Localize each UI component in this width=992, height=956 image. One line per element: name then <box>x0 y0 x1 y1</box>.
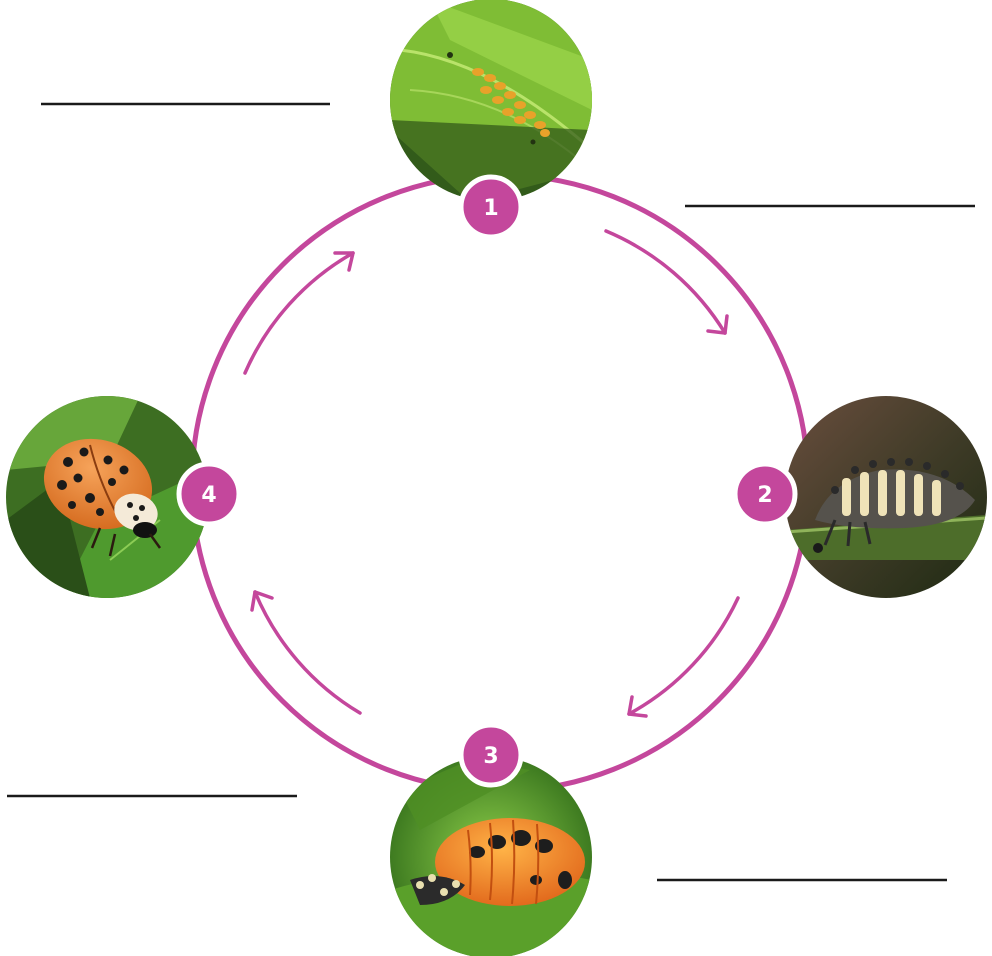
stage-2-badge: 2 <box>732 461 798 527</box>
stage-3-badge: 3 <box>458 722 524 788</box>
stage-4-photo <box>6 396 208 598</box>
answer-lines <box>7 102 975 882</box>
arrow-4-to-1-head <box>333 251 355 272</box>
arrow-4-to-1 <box>243 251 355 375</box>
stage-3-photo <box>390 756 592 956</box>
cycle-arrows <box>243 229 740 718</box>
cycle-ring <box>189 172 811 794</box>
stage-1-number: 1 <box>483 196 498 221</box>
adult-ladybug-body <box>43 438 162 557</box>
larva-body <box>813 458 975 553</box>
arrow-3-to-4-head <box>250 590 274 612</box>
stage-2-number: 2 <box>757 483 772 508</box>
arrow-3-to-4 <box>253 590 362 715</box>
stage-3-number: 3 <box>483 744 498 769</box>
arrow-1-to-2 <box>604 229 727 335</box>
stage-4-badge: 4 <box>176 461 242 527</box>
arrow-2-to-3-head <box>627 695 648 718</box>
stage-1-badge: 1 <box>458 174 524 240</box>
arrow-2-to-3 <box>627 596 740 716</box>
arrow-1-to-2-head <box>706 314 729 335</box>
stage-4-number: 4 <box>201 483 216 508</box>
stage-2-photo <box>785 396 987 598</box>
stage-1-photo <box>390 0 592 201</box>
